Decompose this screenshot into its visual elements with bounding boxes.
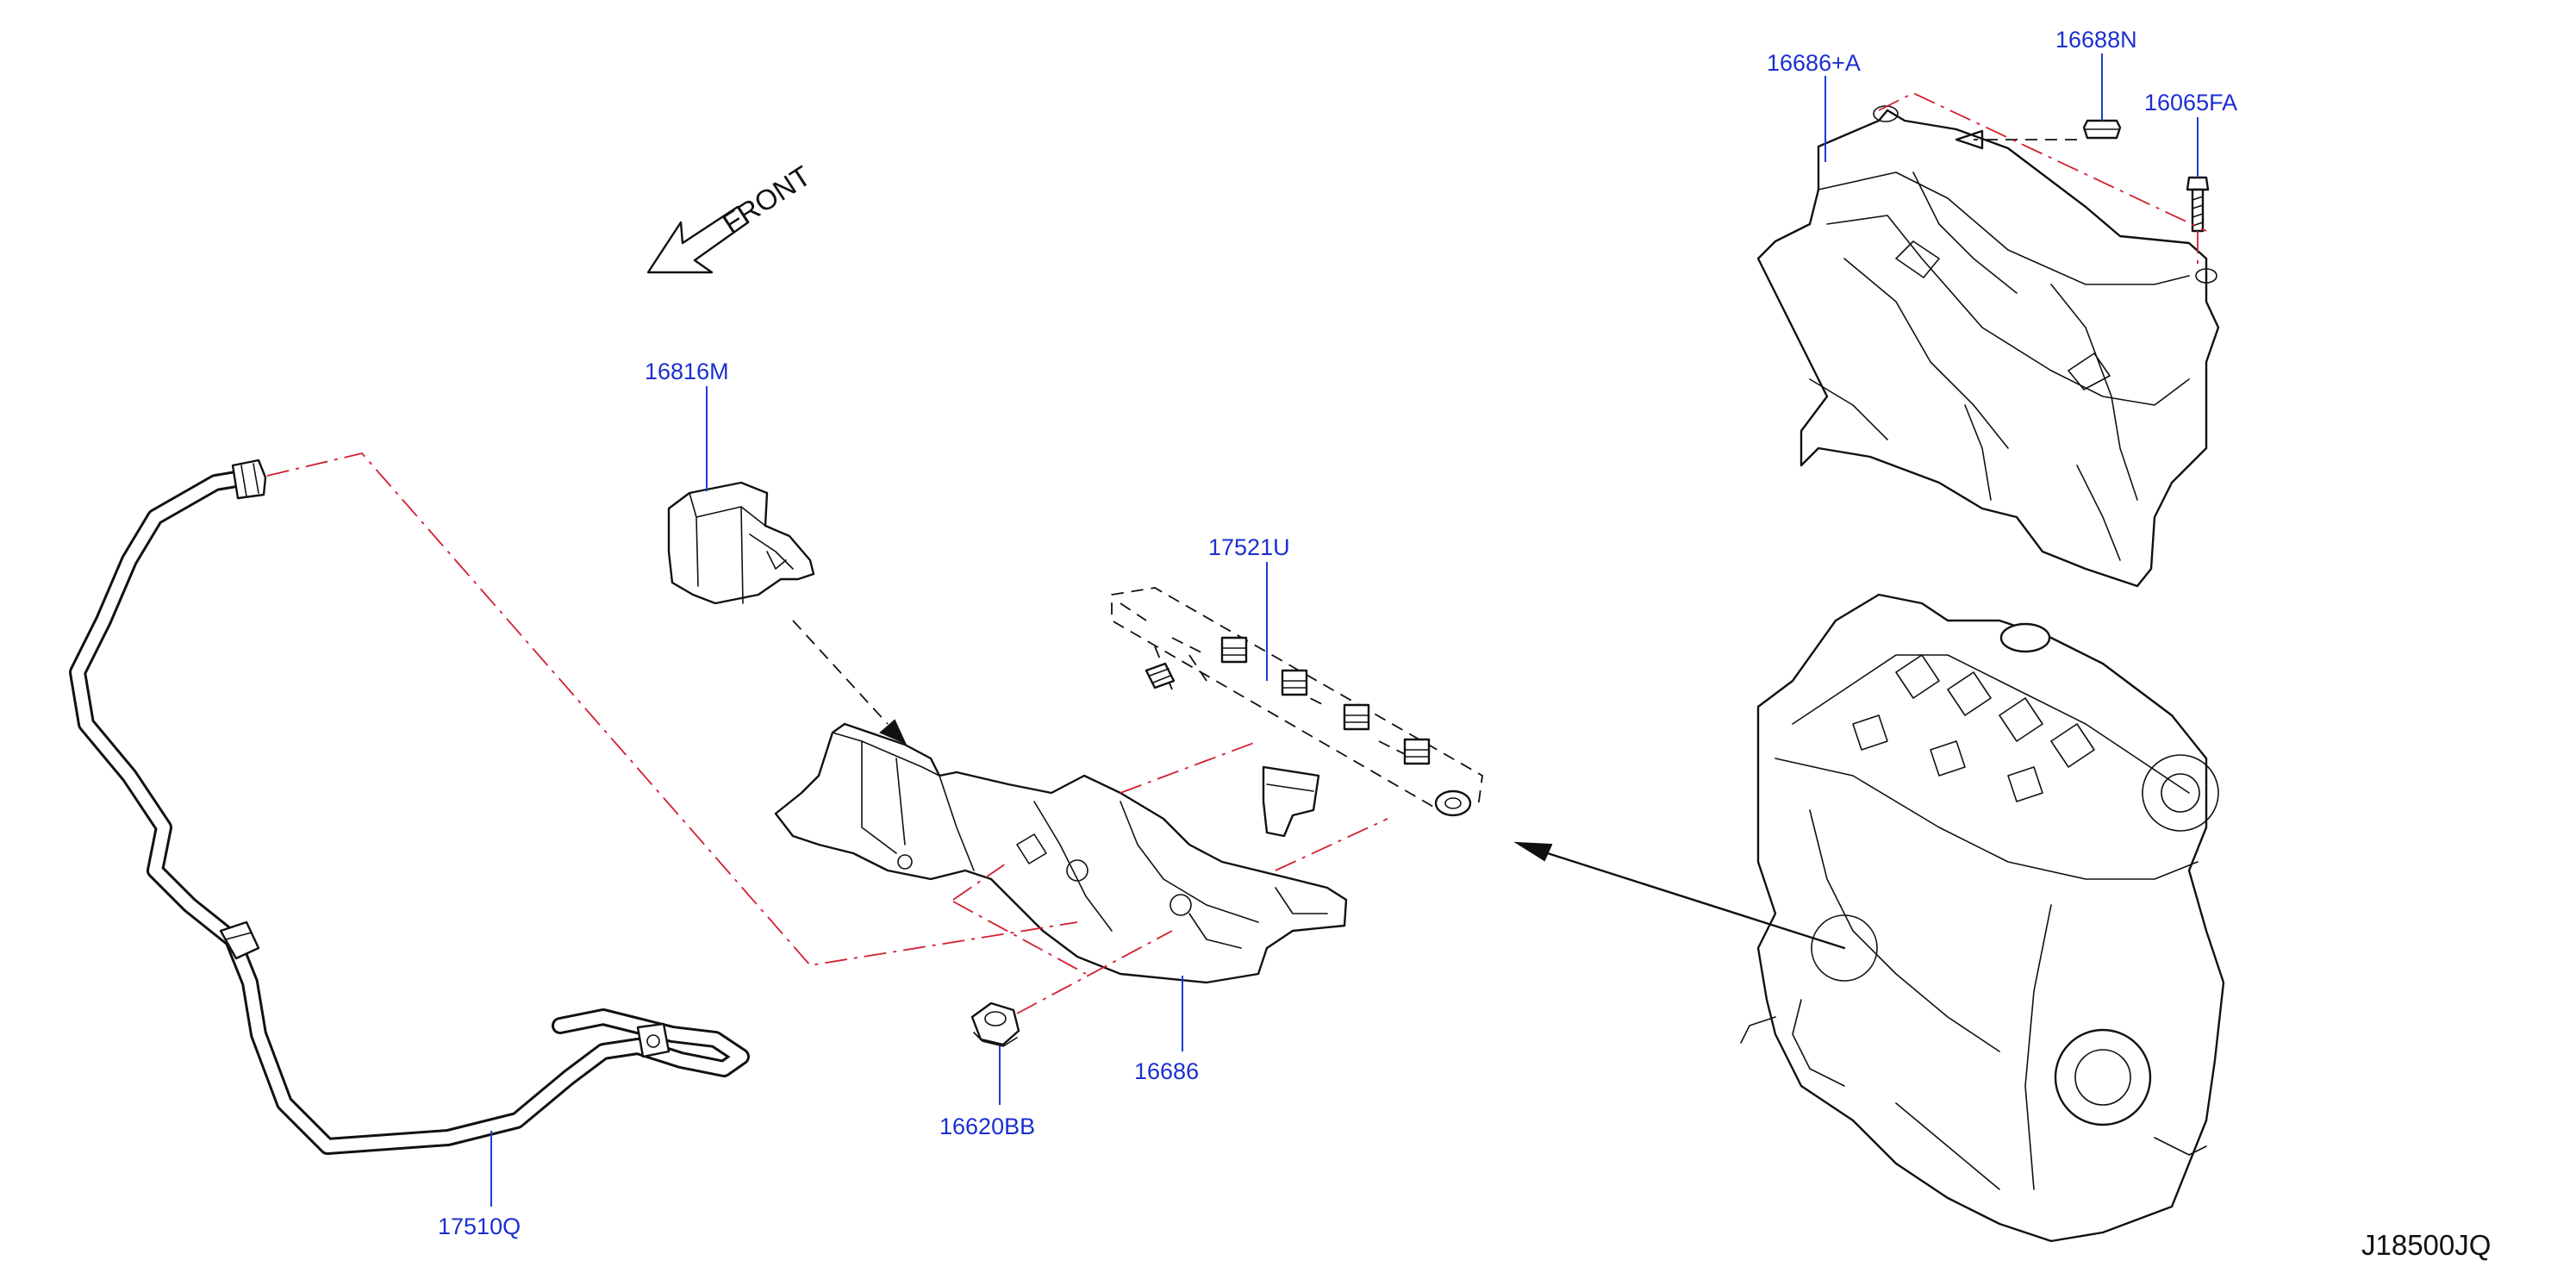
filler-cap-part	[2082, 119, 2122, 140]
bolt-part	[2186, 176, 2210, 233]
part-label-16686[interactable]: 16686	[1134, 1058, 1199, 1084]
hose-ref-line	[266, 452, 1078, 966]
protector-ref-line-a	[952, 861, 1009, 901]
engine-location-arrow-line	[1532, 847, 1846, 950]
fuel-rail-part	[1111, 587, 1483, 838]
bracket-to-protector-dashed-line	[792, 620, 889, 725]
rail-ref-line-a	[1120, 740, 1259, 794]
front-label: FRONT	[717, 159, 816, 240]
cover-ref-line-a	[1878, 91, 2207, 232]
engine-cover-part	[1756, 105, 2220, 588]
part-label-16065fa[interactable]: 16065FA	[2144, 90, 2237, 115]
fuel-hose-part	[69, 459, 750, 1155]
nut-ref-line	[1016, 930, 1173, 1014]
protector-16686-part	[774, 722, 1348, 984]
bracket-arrow-head-icon	[879, 719, 907, 745]
cap-arrow-head-icon	[1955, 129, 1984, 150]
part-label-17521u[interactable]: 17521U	[1208, 534, 1290, 560]
engine-location-arrow-head-icon	[1513, 841, 1553, 862]
nut-part	[970, 1001, 1020, 1047]
rail-ref-line-b	[1275, 818, 1388, 871]
bracket-16816m-part	[667, 481, 815, 605]
part-label-16816m[interactable]: 16816M	[645, 359, 729, 384]
part-label-17510q[interactable]: 17510Q	[438, 1213, 521, 1239]
catalog-code: J18500JQ	[2361, 1229, 2491, 1261]
front-arrow-icon	[646, 205, 750, 274]
part-label-16686-a[interactable]: 16686+A	[1767, 50, 1861, 76]
part-label-16620bb[interactable]: 16620BB	[939, 1114, 1035, 1139]
part-label-16688n[interactable]: 16688N	[2055, 27, 2137, 53]
engine-assembly-part	[1740, 593, 2225, 1243]
protector-ref-line-b	[952, 901, 1087, 975]
